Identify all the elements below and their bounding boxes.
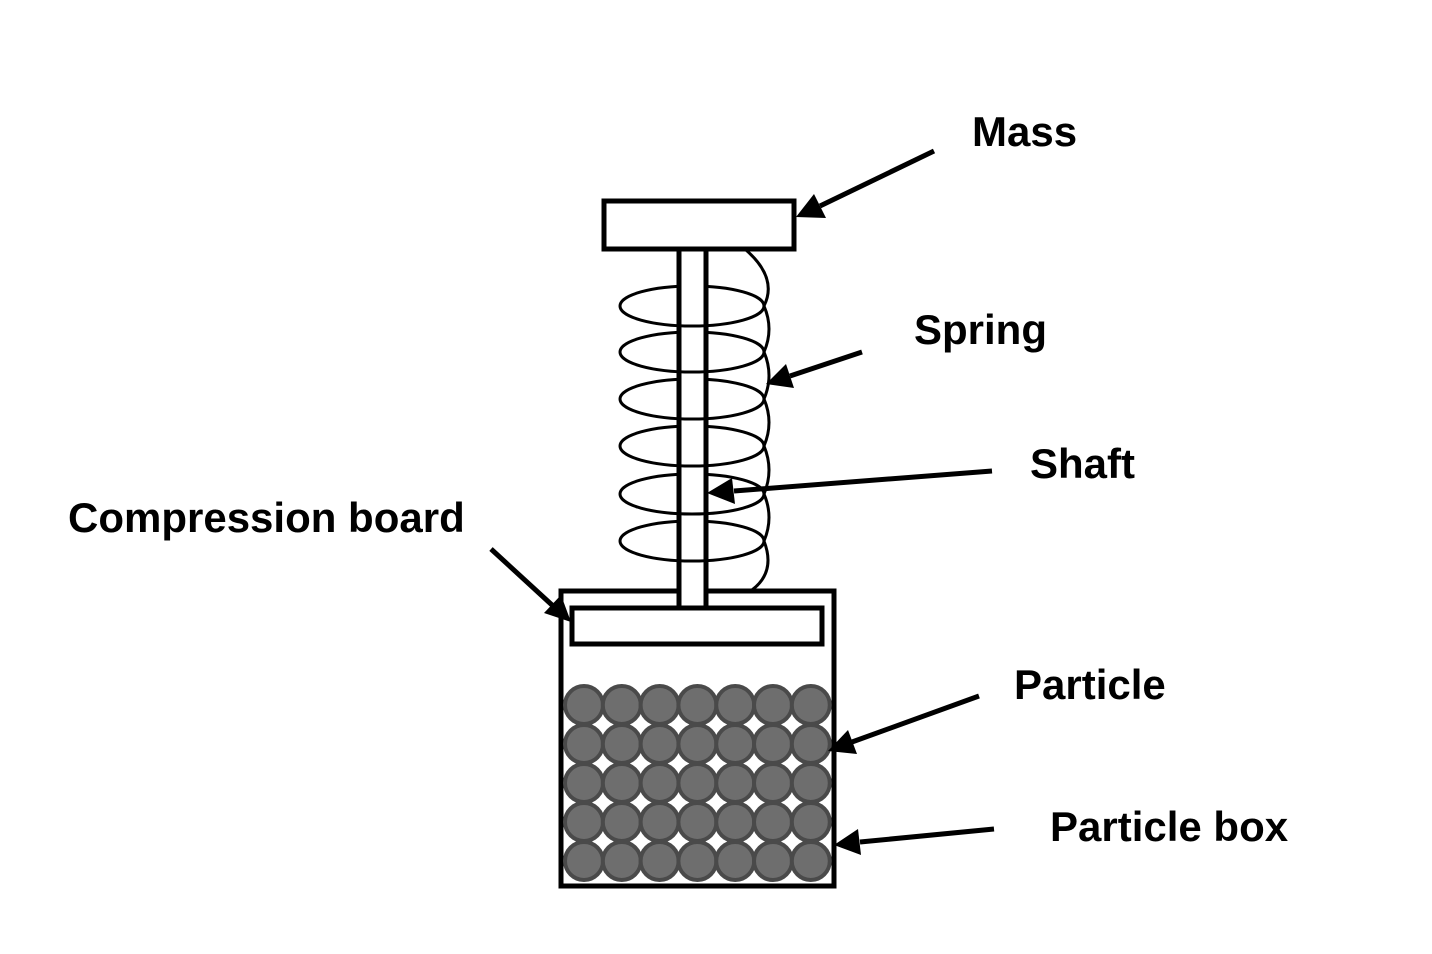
particle-box-arrowhead — [834, 829, 861, 855]
spring-coil-front — [618, 540, 766, 563]
mass-arrowhead — [796, 194, 826, 218]
particle — [676, 840, 719, 882]
spring-coil-front — [618, 493, 766, 516]
leader-arrows — [489, 148, 995, 855]
particle — [714, 684, 757, 726]
shaft-label: Shaft — [1030, 440, 1135, 487]
spring-coil-front — [618, 398, 766, 421]
particle — [789, 762, 832, 804]
spring-connector — [762, 398, 771, 447]
spring-coil-front — [618, 351, 766, 374]
mass-label: Mass — [972, 108, 1077, 155]
particle — [563, 762, 605, 804]
spring-front-coils — [618, 248, 771, 592]
spring-connector — [745, 248, 770, 307]
particle — [789, 840, 832, 882]
particle — [714, 840, 757, 882]
particle — [752, 723, 794, 765]
particle — [789, 801, 832, 843]
mass-arrow-line — [818, 148, 936, 209]
shaft-arrow-line — [733, 468, 993, 494]
particle — [752, 840, 794, 882]
spring-coil-front — [618, 445, 766, 468]
spring-arrowhead — [766, 364, 794, 388]
particle — [752, 801, 794, 843]
particle-group — [563, 684, 832, 882]
particle — [752, 684, 794, 726]
particle — [563, 723, 605, 765]
particle — [600, 840, 643, 882]
shaft-arrowhead — [707, 478, 735, 504]
spring-label: Spring — [914, 306, 1047, 353]
compression-board — [569, 605, 825, 647]
particle — [600, 723, 643, 765]
particle — [638, 684, 681, 726]
spring-arrow-line — [789, 349, 863, 379]
particle — [563, 801, 605, 843]
compression-board-label: Compression board — [68, 494, 465, 541]
spring-connector — [751, 540, 770, 592]
compression-board-arrowhead — [544, 595, 571, 622]
particle — [563, 840, 605, 882]
particle-arrowhead — [828, 730, 857, 754]
shaft — [676, 246, 709, 611]
particle-label: Particle — [1014, 661, 1166, 708]
particle — [638, 801, 681, 843]
particle — [714, 723, 757, 765]
spring-connector — [762, 305, 771, 353]
particle-box-arrow-line — [859, 826, 995, 845]
mass-block — [601, 198, 797, 252]
particle — [563, 684, 605, 726]
particle — [714, 762, 757, 804]
particle — [600, 801, 643, 843]
particle — [638, 723, 681, 765]
spring-connector — [762, 493, 771, 542]
spring-coil-front — [618, 305, 766, 328]
particle — [714, 801, 757, 843]
particle — [676, 762, 719, 804]
particle — [752, 762, 794, 804]
particle — [638, 840, 681, 882]
spring-connector — [762, 351, 771, 400]
particle — [638, 762, 681, 804]
particle — [676, 801, 719, 843]
particle — [676, 723, 719, 765]
particle — [600, 762, 643, 804]
compression-board-arrow-line — [489, 547, 554, 607]
particle — [789, 684, 832, 726]
particle-box-label: Particle box — [1050, 803, 1289, 850]
particle-arrow-line — [851, 693, 980, 745]
particle — [676, 684, 719, 726]
particle — [600, 684, 643, 726]
particle — [789, 723, 832, 765]
